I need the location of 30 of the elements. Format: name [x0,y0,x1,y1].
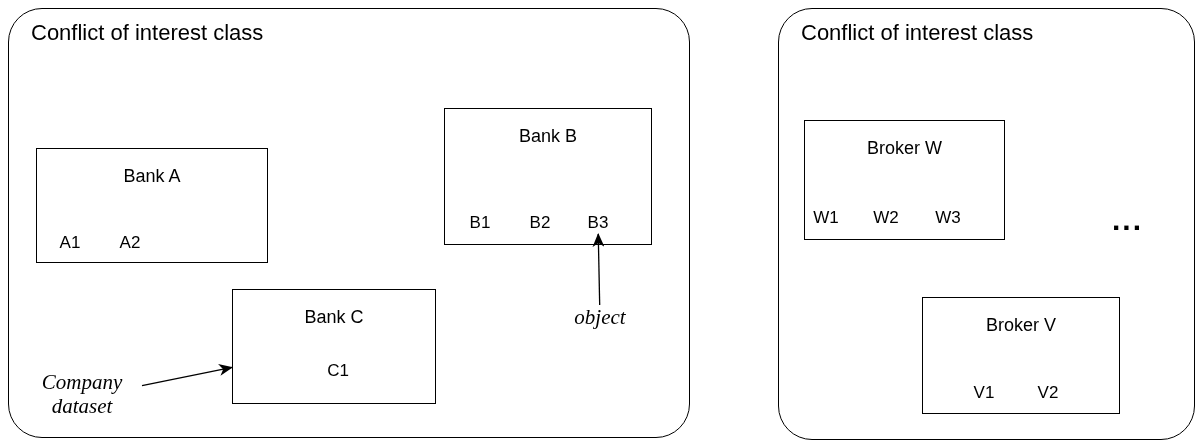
object-label: A1 [52,230,88,254]
dataset-box [444,108,652,245]
object-label: W1 [808,205,844,229]
region-title: Conflict of interest class [801,19,1034,47]
dataset-box [922,297,1120,414]
object-label: V1 [966,380,1002,404]
object-label: C1 [320,358,356,382]
dataset-box [804,120,1005,240]
object-label: B1 [462,210,498,234]
class-region [778,8,1195,440]
annotation-text: Company dataset [22,370,142,426]
box-title: Bank C [303,306,365,329]
box-title: Broker V [985,314,1057,337]
leader-arrow [592,233,605,306]
object-label: B3 [580,210,616,234]
object-label: A2 [112,230,148,254]
object-label: W3 [930,205,966,229]
object-label: V2 [1030,380,1066,404]
dataset-box [232,289,436,404]
box-title: Bank A [122,165,182,188]
object-label: W2 [868,205,904,229]
object-label: B2 [522,210,558,234]
region-title: Conflict of interest class [31,19,264,47]
annotation-text: object [555,305,645,335]
box-title: Bank B [517,125,578,148]
ellipsis: ... [1112,205,1143,235]
class-region [8,8,690,438]
leader-arrow [141,364,233,387]
box-title: Broker W [866,137,943,160]
dataset-box [36,148,268,263]
